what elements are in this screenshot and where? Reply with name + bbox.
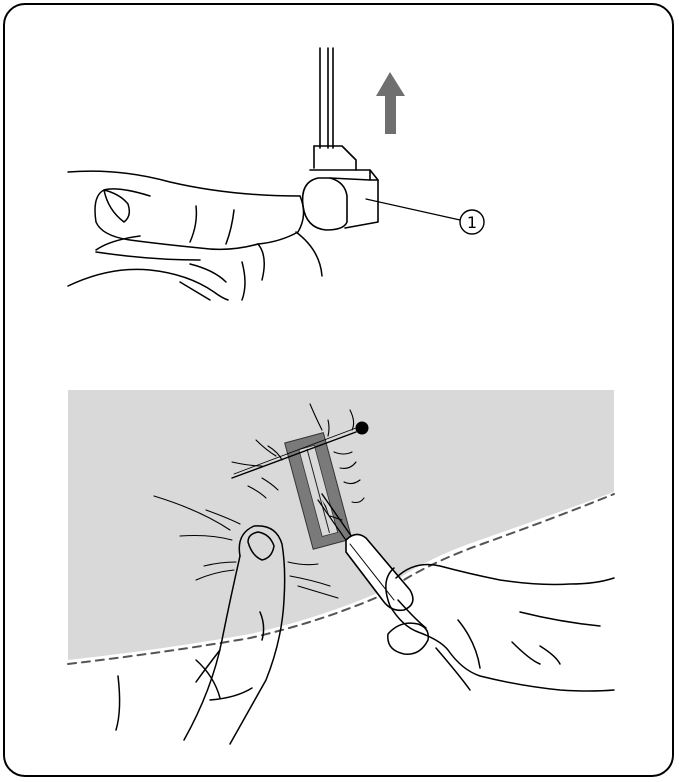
presser-bar bbox=[320, 48, 333, 148]
top-figure-lifting-lever: 1 bbox=[68, 48, 484, 300]
callout-1: 1 bbox=[366, 199, 484, 234]
hand-right bbox=[386, 565, 614, 692]
hand-top bbox=[68, 171, 322, 300]
buttonhole-lever bbox=[303, 146, 378, 230]
callout-number: 1 bbox=[467, 213, 477, 232]
arrow-up-icon bbox=[376, 72, 405, 134]
bottom-figure-cutting-buttonhole bbox=[68, 390, 614, 744]
